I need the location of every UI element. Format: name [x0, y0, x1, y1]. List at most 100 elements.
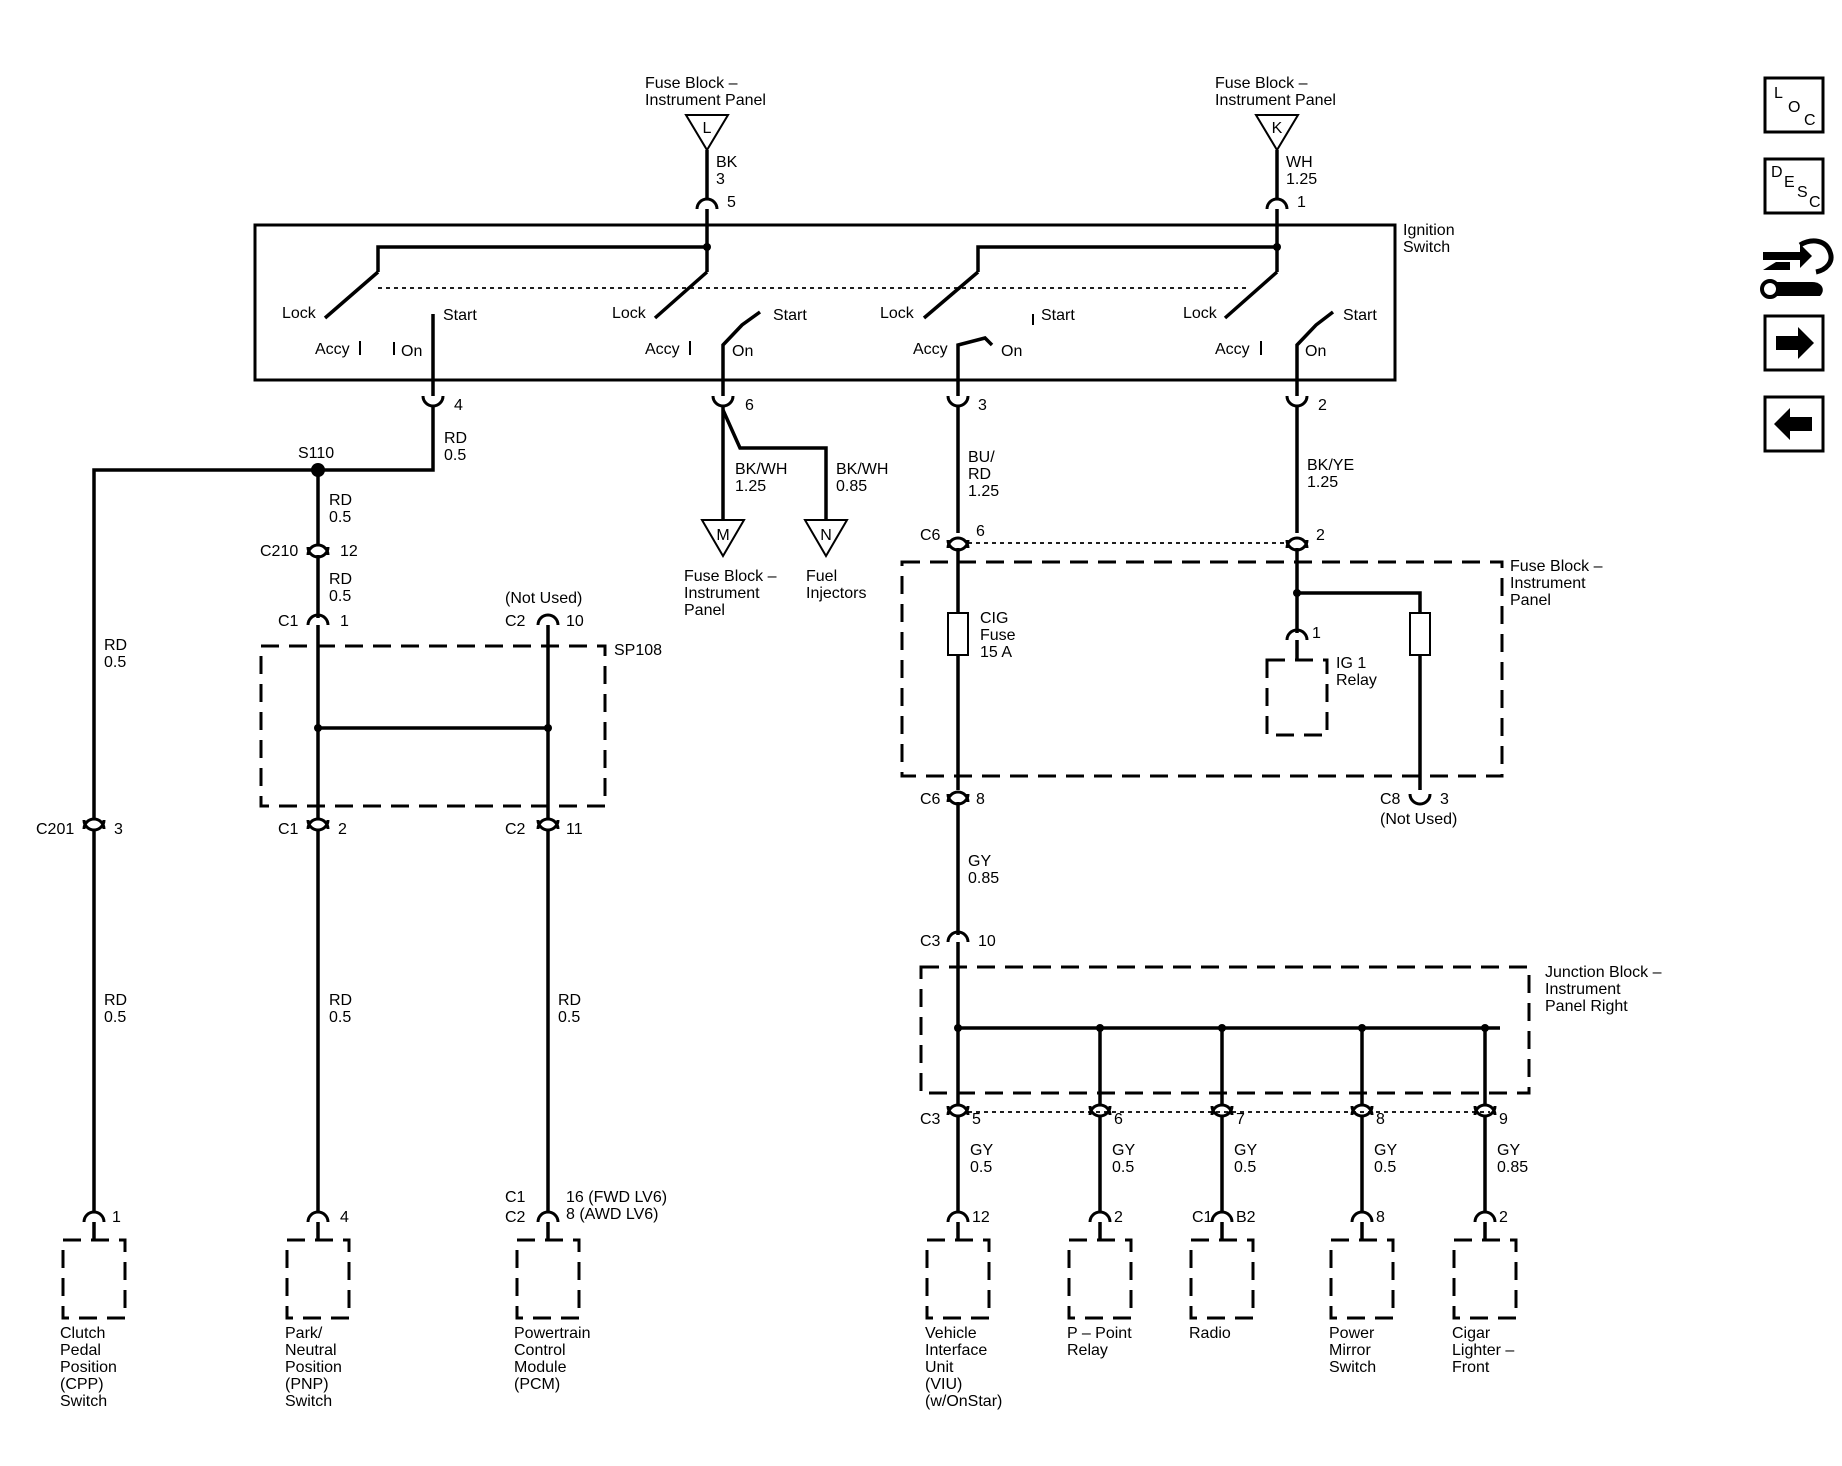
c1-pin2: 2 — [338, 821, 347, 838]
sw4-start: Start — [1343, 307, 1377, 324]
device-box — [1452, 1238, 1518, 1320]
sw4-on: On — [1305, 343, 1326, 360]
pcm-c1: C1 — [505, 1189, 526, 1206]
sw1-start: Start — [443, 307, 477, 324]
pin-5: 5 — [727, 194, 736, 211]
c6-top: C6 — [920, 527, 941, 544]
desc-d: D — [1771, 164, 1783, 181]
c6-bottom: C6 — [920, 791, 941, 808]
sw2-start: Start — [773, 307, 807, 324]
device-label: Radio — [1189, 1325, 1231, 1342]
c6-pin2: 2 — [1316, 527, 1325, 544]
device-box — [1067, 1238, 1133, 1320]
pnp-pin: 4 — [340, 1209, 349, 1226]
cig-fuse — [947, 612, 969, 656]
c2-bottom: C2 — [505, 821, 526, 838]
sw1-on: On — [401, 343, 422, 360]
sw3-accy: Accy — [913, 341, 948, 358]
sp108-label: SP108 — [614, 642, 662, 659]
c1-pin1: 1 — [340, 613, 349, 630]
c3-pin-label: 5 — [972, 1111, 981, 1128]
device-pin-label: B2 — [1236, 1209, 1256, 1226]
fuse-top-right-label: Fuse Block –Instrument Panel — [1215, 75, 1336, 109]
c1-top: C1 — [278, 613, 299, 630]
cpp-switch — [61, 1238, 127, 1320]
desc-s: S — [1797, 184, 1808, 201]
pin-3: 3 — [978, 397, 987, 414]
loc-l: L — [1774, 85, 1783, 102]
c210-pin: 12 — [340, 543, 358, 560]
c3-pin-label: 6 — [1114, 1111, 1123, 1128]
fuse-source-K: K Fuse Block –Instrument Panel — [1215, 75, 1336, 152]
desc-button[interactable]: D E S C — [1763, 157, 1825, 215]
pin-1: 1 — [1297, 194, 1306, 211]
term-N: N — [820, 527, 832, 544]
device-box — [1329, 1238, 1395, 1320]
next-button[interactable] — [1763, 314, 1825, 372]
device-pin-label: 8 — [1376, 1209, 1385, 1226]
junction-block-box — [919, 965, 1531, 1095]
sw3-lock: Lock — [880, 305, 915, 322]
sw1-lock: Lock — [282, 305, 317, 322]
fuse-K-label: K — [1272, 120, 1283, 137]
sp108-box — [259, 644, 607, 808]
relay-pin-1: 1 — [1312, 625, 1321, 642]
c201: C201 — [36, 821, 74, 838]
pcm-c2: C2 — [505, 1209, 526, 1226]
c3-pin-label: 8 — [1376, 1111, 1385, 1128]
loc-button[interactable]: L O C — [1763, 76, 1825, 134]
sw2-accy: Accy — [645, 341, 680, 358]
c6-pin8: 8 — [976, 791, 985, 808]
pcm-pins: 16 (FWD LV6)8 (AWD LV6) — [566, 1189, 667, 1223]
loc-o: O — [1788, 99, 1800, 116]
device-pin-label: 2 — [1499, 1209, 1508, 1226]
c2-pin11: 11 — [566, 821, 583, 838]
device-pin-label: 2 — [1114, 1209, 1123, 1226]
pin-6: 6 — [745, 397, 754, 414]
fuse-source-L: L Fuse Block –Instrument Panel — [645, 75, 766, 152]
connector-wrench-icon[interactable] — [1760, 238, 1834, 299]
previous-button[interactable] — [1763, 395, 1825, 453]
device-pin-label: 12 — [972, 1209, 990, 1226]
sw3-start: Start — [1041, 307, 1075, 324]
radio-c1: C1 — [1192, 1209, 1213, 1226]
c3-pin10: 10 — [978, 933, 996, 950]
device-box — [925, 1238, 991, 1320]
pin-4: 4 — [454, 397, 463, 414]
c1-bottom: C1 — [278, 821, 299, 838]
sw2-on: On — [732, 343, 753, 360]
sw4-lock: Lock — [1183, 305, 1218, 322]
fuse-top-left-label: Fuse Block –Instrument Panel — [645, 75, 766, 109]
sw3-on: On — [1001, 343, 1022, 360]
device-box — [1189, 1238, 1255, 1320]
c2-top: C2 — [505, 613, 526, 630]
arrow-right-icon — [1776, 327, 1814, 359]
